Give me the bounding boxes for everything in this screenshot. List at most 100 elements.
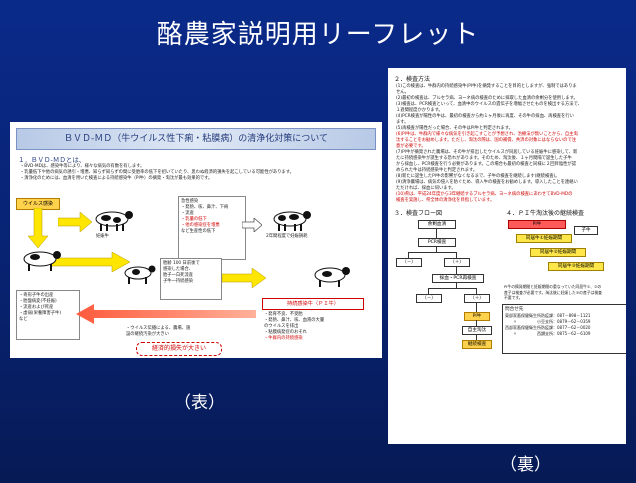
method-line: (9)清浄農場は、病気の侵入を防ぐため、導入牛の検査をお勧めします。導入したこと…	[396, 180, 578, 185]
down-arrow	[28, 208, 48, 248]
spread-arrow	[76, 304, 256, 324]
small-arrow	[242, 218, 262, 232]
method-line: められた牛は持続感染牛と判定されます。	[396, 168, 478, 173]
flow-pcr: PCR検査	[418, 238, 456, 247]
abnormal-calf-box: ・奇形子牛の出産 ・胎盤病変(不妊娠) ・流産および死産 ・虚弱(栄養障害子牛)…	[16, 290, 80, 340]
symptom-line: ・他の感染症を増悪	[181, 223, 220, 228]
continue-note-line: PI牛の摘発期間と妊娠期間の重なっていた同居牛①、②の	[504, 284, 602, 289]
front-caption: （表）	[174, 393, 225, 413]
method-line: (8)新たに誕生したPI牛の影響がなくなるまで、子牛の検査を継続します(継続検査…	[396, 174, 560, 179]
method-line: (7)PI牛が摘発された農場は、その牛が排出したウイルスが同居している妊娠牛に感…	[396, 150, 578, 155]
method-title: ２．検査方法	[394, 76, 431, 83]
method-line: たに持続感染牛が誕生する恐れがあります。そのため、淘汰後、１ヶ月間隔で誕生した子…	[396, 156, 572, 161]
pi-note-line: のウイルスを排出	[264, 324, 299, 329]
back-leaflet: ２．検査方法 (1)この検査は、牛群内の持続感染牛(PI牛)を摘発することを目的…	[388, 68, 626, 444]
method-line: (5)再検査が陽性だった場合、その牛はPI牛と判定されます。	[396, 126, 513, 131]
acute-infection-box: 急性感染 ・発熱、咳、鼻汁、下痢 ・流産 ・乳量の低下 ・他の感染症を増悪 など…	[178, 196, 246, 260]
contact-line: 東部家畜保健衛生所防疫課：087－898－1121	[505, 313, 591, 318]
pregnant-cow-icon	[95, 211, 133, 231]
back-caption: （裏）	[500, 455, 551, 475]
method-line: (1)この検査は、牛群内の持続感染牛(PI牛)を摘発することを目的としますが、強…	[396, 84, 577, 89]
abnormal-line: ・虚弱(栄養障害子牛)	[19, 311, 62, 316]
front-intro-line: ・BVD-MDは、感染牛等により、様々な病気の有数を有します。	[20, 164, 145, 169]
method-line: (2)最初の検査は、ブルセラ病、ヨーネ病の検査のために採取した血清の余剰分を使用…	[396, 96, 578, 101]
timeline-p1: 同居牛①妊娠期間	[516, 234, 572, 243]
contact-line: 西部家畜保健衛生所防疫課：0877－62－0020	[505, 325, 591, 330]
pregnant-cow-label: 妊娠牛	[96, 234, 109, 239]
infection-arrow	[58, 212, 92, 232]
method-line: (4)PCR検査が陽性の牛は、最初の検査から約１ヶ月後に再度、その牛の採血、再検…	[396, 114, 574, 119]
spread-line: 設の継続汚染が大きい	[126, 332, 169, 337]
flow-negative-2: （－）	[416, 294, 442, 303]
timeline-p3: 同居牛③妊娠期間	[548, 262, 604, 271]
continue-note-line: 不要です。	[504, 295, 523, 300]
symptom-line: ・流産	[181, 211, 194, 216]
symptom-line: ・発熱、咳、鼻汁、下痢	[181, 205, 229, 210]
continue-title: ４．ＰＩ牛淘汰後の継続検査	[506, 210, 585, 217]
flow-positive: （＋）	[444, 258, 470, 267]
continue-note: PI牛の摘発期間と妊娠期間の重なっていた同居牛①、②の 産子は検査が必要です。淘…	[504, 284, 624, 301]
pi-notes-box: ・発育不良、不受胎 ・発熱、鼻汁、咳、血液の大量 のウイルスを排出 ・粘膜病発症…	[262, 310, 366, 354]
fetal-line: 胎齢 100 日前後で	[163, 261, 200, 266]
contact-title: 問合せ先	[505, 307, 524, 312]
timeline-calf: 子牛	[574, 226, 598, 235]
flow-recheck: 採血・PCR再検査	[432, 274, 484, 283]
flow-positive-2: （＋）	[464, 294, 490, 303]
method-line-red: 検査を実施し、県全体の清浄化を目指しています。	[396, 198, 495, 203]
method-line: ただければ、採血に伺います。	[396, 186, 456, 191]
method-line-red: (6)PI牛は、牛群内で様々な病気を引き起こすことが予想され、治療法が無いことか…	[396, 132, 578, 137]
pi-note-line: ・発育不良、不受胎	[264, 312, 303, 317]
abnormal-line: など	[19, 317, 28, 322]
fetal-line: 感染した場合、	[163, 267, 194, 272]
fetal-line: 子牛一持続感染	[163, 279, 194, 284]
front-intro-line: ・乳量低下や他の病気の誘引・増悪、知らず知らずの間に受胎率の低下を招いていたり、…	[20, 170, 294, 175]
front-section-heading: １．ＢＶＤ-ＭＤとは、	[18, 156, 86, 164]
cow-row2-icon	[23, 251, 61, 271]
economic-loss-label: 経済的損失が大きい	[136, 342, 222, 356]
flow-residual: 余剰血清	[418, 220, 456, 229]
front-intro-line: ・清浄化のためには、血清を用いた検査による持続感染牛（PI牛）の摘発・淘汰が最も…	[20, 176, 213, 181]
pi-note-line: ・発熱、鼻汁、咳、血液の大量	[264, 318, 325, 323]
method-line: ます。	[396, 120, 409, 125]
method-line: せん。	[396, 90, 409, 95]
method-text: (1)この検査は、牛群内の持続感染牛(PI牛)を摘発することを目的としますが、強…	[396, 84, 622, 204]
method-line-red: (10)県は、平成24年度から3年継続するブルセラ病、ヨーネ病の検査にあわせてB…	[396, 192, 573, 197]
pi-arrow	[222, 268, 266, 288]
timeline-pi: PI牛	[508, 220, 566, 229]
contact-line: 〃 西讃支所：0875－62－6109	[505, 331, 591, 336]
abnormal-line: ・胎盤病変(不妊娠)	[19, 299, 57, 304]
spread-line: ・ウイルス伝播による、農場、施	[126, 326, 191, 331]
contact-line: 〃 小豆支所：0879－62－0359	[505, 319, 591, 324]
flow-continue: 継続検査	[462, 340, 492, 349]
flow-title: ３．検査フロー図	[394, 210, 443, 217]
spread-note: ・ウイルス伝播による、農場、施 設の継続汚染が大きい	[126, 326, 190, 338]
recovered-cow-label: 2年間程度で妊娠損耗	[266, 234, 308, 239]
front-banner: ＢＶＤ-ＭＤ（牛ウイルス性下痢・粘膜病）の清浄化対策について	[16, 128, 376, 150]
front-leaflet: ＢＶＤ-ＭＤ（牛ウイルス性下痢・粘膜病）の清浄化対策について １．ＢＶＤ-ＭＤと…	[10, 122, 382, 358]
method-line: から採血し、PCR検査を行う必要があります。この場合も最初の検査と同様に２回目陰…	[396, 162, 577, 167]
pi-note-line: ・牛群内の持続感染	[264, 336, 303, 341]
right-arrow-row2	[50, 252, 130, 272]
pi-note-line: ・粘膜病発症のおそれ	[264, 330, 307, 335]
method-line-red: 意が必要です。	[396, 144, 426, 149]
method-line: (3)検査は、PCR検査といって、血清中のウイルスの遺伝子を増幅させたものを検出…	[396, 102, 582, 107]
abnormal-line: ・奇形子牛の出産	[19, 293, 54, 298]
contact-box: 問合せ先 東部家畜保健衛生所防疫課：087－898－1121 〃 小豆支所：08…	[502, 304, 626, 354]
flow-cull: 自主淘汰	[462, 326, 492, 335]
fetal-infection-box: 胎齢 100 日前後で 感染した場合、 胎子一白死流産 子牛一持続感染	[160, 258, 222, 300]
continue-note-line: 産子は検査が必要です。淘汰後に妊娠した③の産子は検査	[504, 289, 602, 295]
pi-cow-label: 持続感染牛（ＰＩ牛）	[262, 298, 364, 310]
symptom-line: ・乳量の低下	[181, 217, 207, 222]
fetal-line: 胎子一白死流産	[163, 273, 194, 278]
recovered-cow-icon	[273, 211, 311, 231]
abnormal-line: ・流産および死産	[19, 305, 54, 310]
calf-icon	[124, 265, 156, 284]
flow-pi: PI牛	[464, 312, 490, 321]
pi-cow-icon	[314, 267, 350, 287]
method-line: １週間程度かかります。	[396, 108, 443, 113]
slide-title: 酪農家説明用リーフレット	[156, 20, 480, 50]
method-line-red: 汰することをお勧めします。ただし、淘汰の際は、国の補償、共済の対象にはならないの…	[396, 138, 577, 143]
flow-negative: （－）	[396, 258, 422, 267]
timeline-p2: 同居牛②妊娠期間	[530, 248, 586, 257]
front-intro: ・BVD-MDは、感染牛等により、様々な病気の有数を有します。 ・乳量低下や他の…	[20, 164, 374, 182]
